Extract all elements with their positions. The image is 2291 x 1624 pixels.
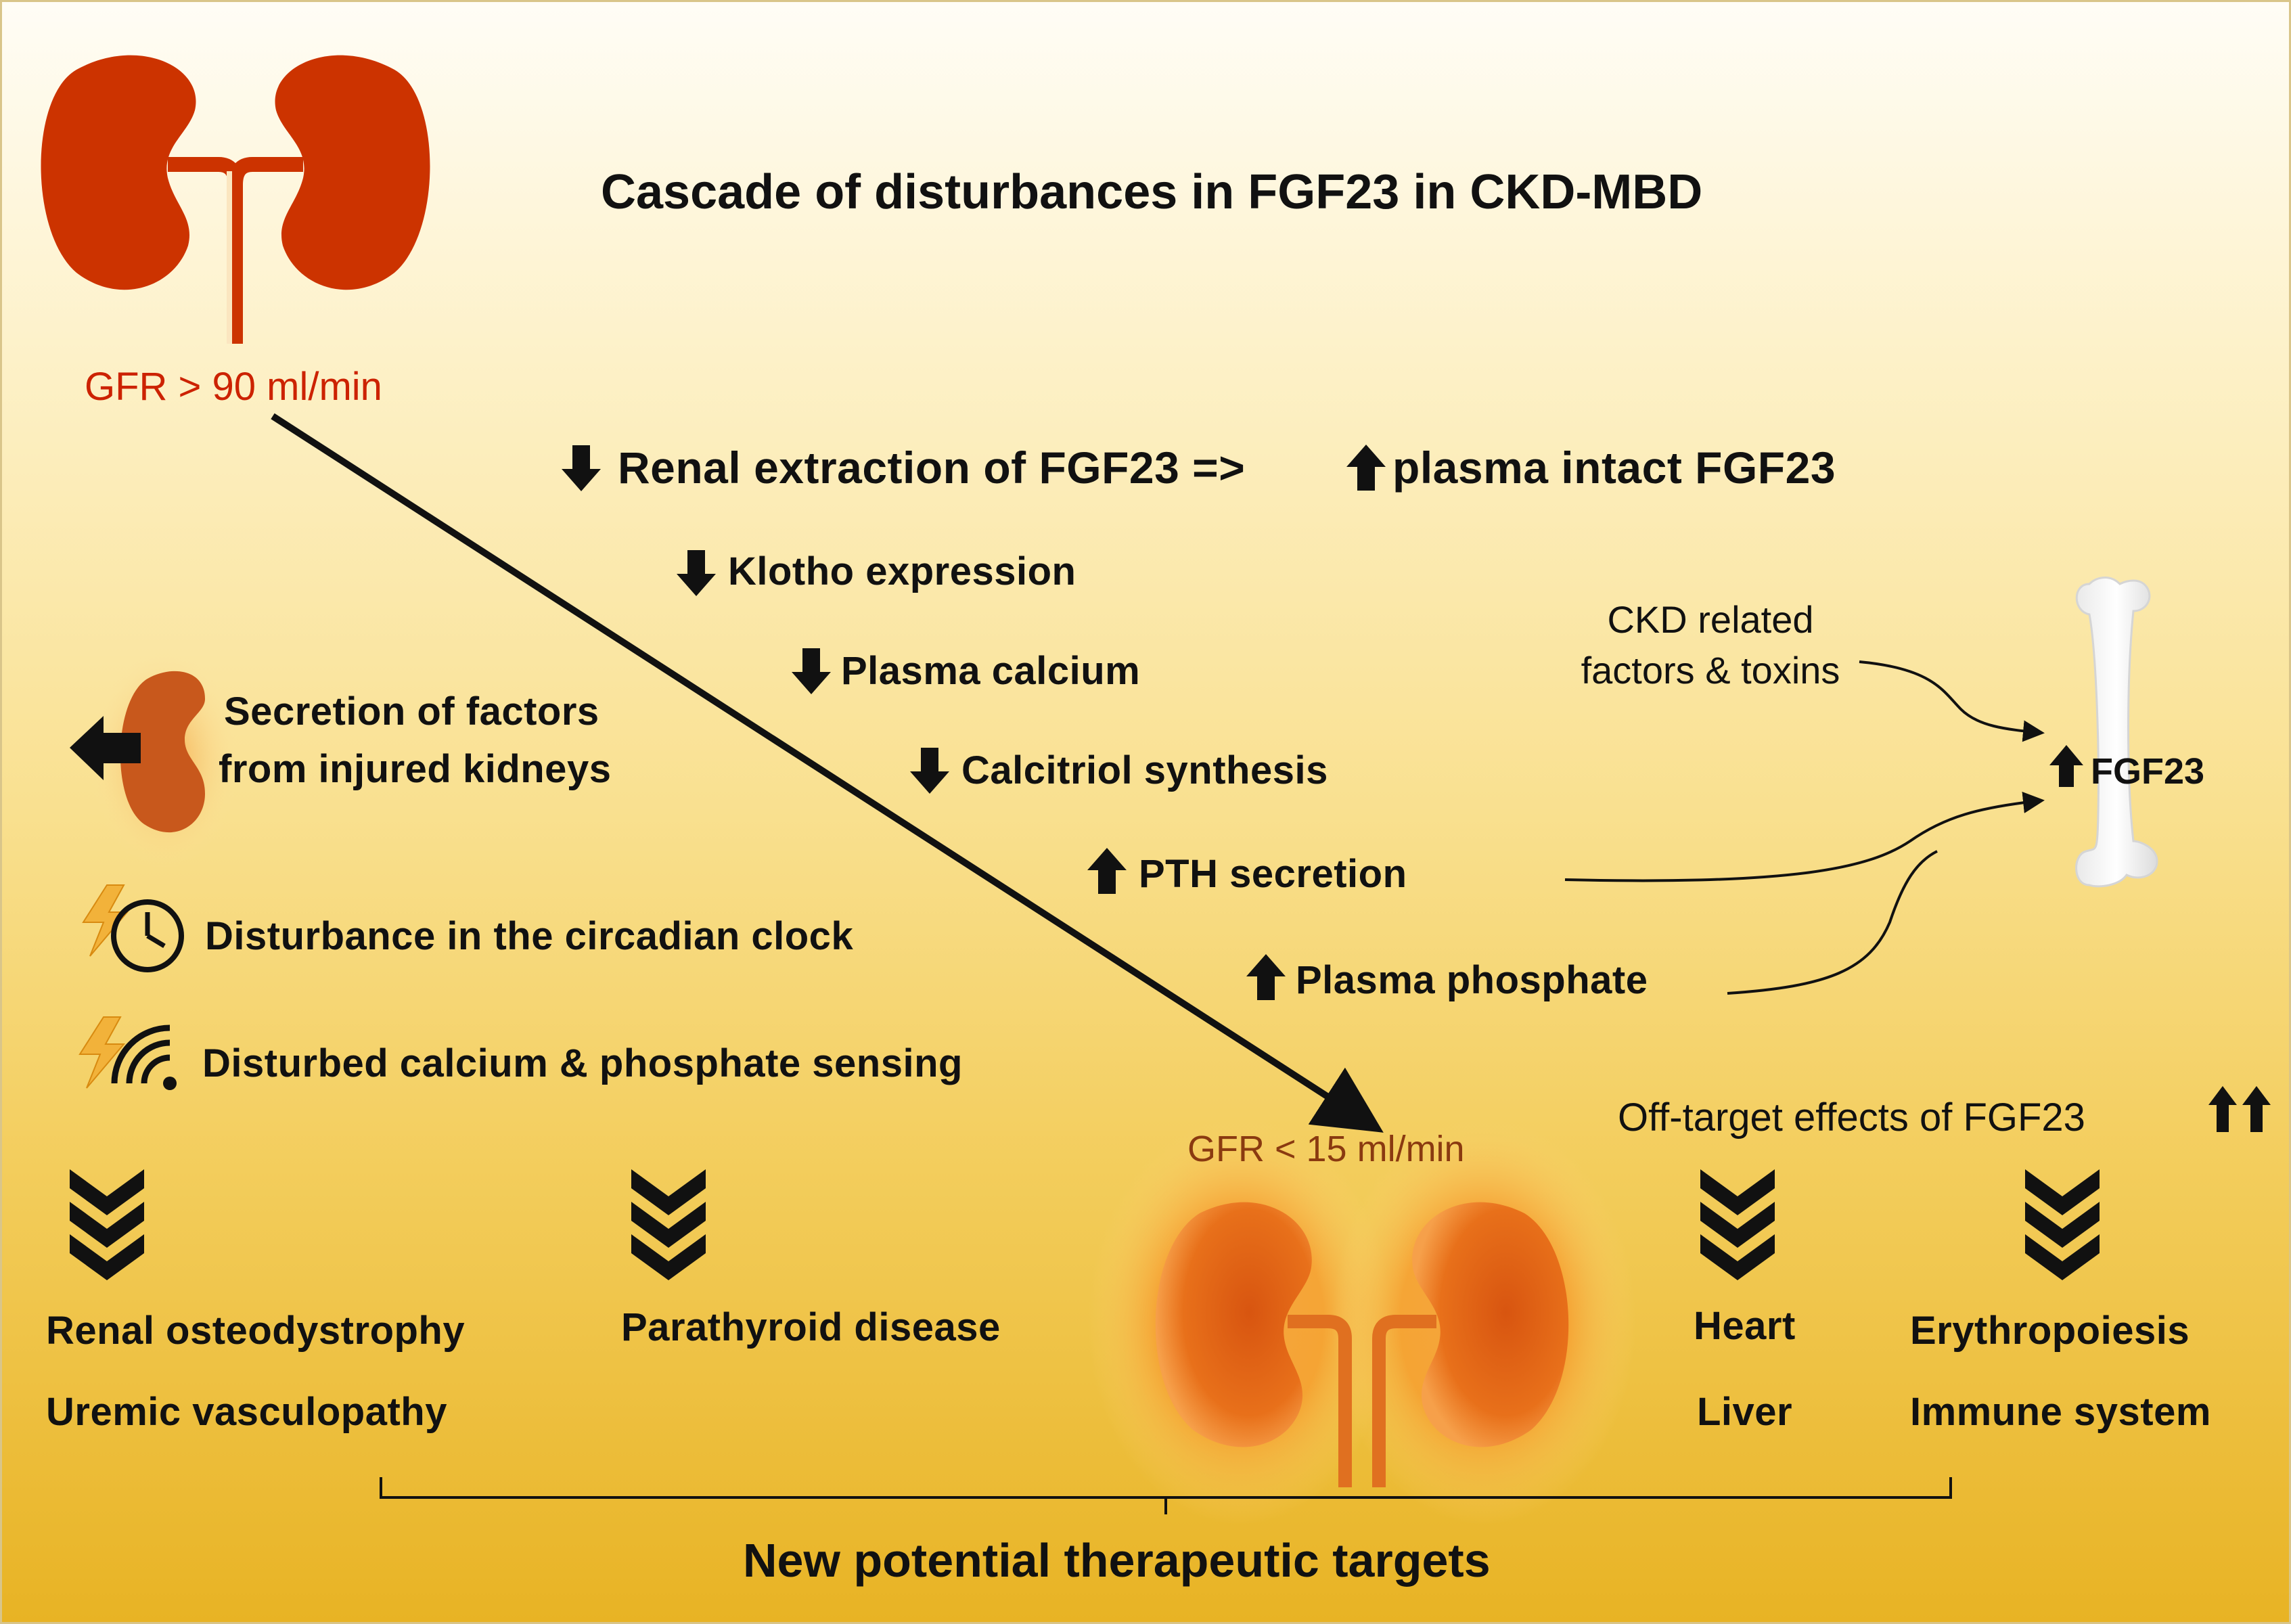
outcome-uremic-vasculopathy: Uremic vasculopathy bbox=[46, 1390, 447, 1434]
arrow-down-icon bbox=[562, 445, 601, 491]
outcome-erythropoiesis: Erythropoiesis bbox=[1910, 1309, 2190, 1353]
chevron-down-icon bbox=[2025, 1169, 2100, 1280]
outcome-liver: Liver bbox=[1697, 1390, 1793, 1434]
outcome-heart: Heart bbox=[1694, 1304, 1796, 1348]
chevron-down-icon bbox=[631, 1169, 706, 1280]
off-target-effects-label: Off-target effects of FGF23 bbox=[1618, 1096, 2085, 1140]
kidney-icon bbox=[1088, 1119, 1636, 1525]
secretion-factors-line1: Secretion of factors bbox=[224, 690, 599, 734]
arrow-down-icon bbox=[910, 748, 949, 794]
gfr-healthy-label: GFR > 90 ml/min bbox=[85, 365, 382, 409]
injured-kidney-icon bbox=[90, 652, 239, 868]
ckd-factors-arrow bbox=[1859, 660, 2045, 742]
lightning-icon bbox=[78, 1016, 126, 1089]
outcome-immune-system: Immune system bbox=[1910, 1390, 2211, 1434]
lightning-icon bbox=[82, 884, 129, 957]
ckd-factors-line2: factors & toxins bbox=[1581, 649, 1840, 692]
plasma-phosphate-label: Plasma phosphate bbox=[1296, 958, 1648, 1002]
wifi-icon bbox=[111, 1024, 177, 1090]
arrow-down-icon bbox=[677, 550, 716, 596]
calcitriol-synthesis-label: Calcitriol synthesis bbox=[961, 748, 1328, 792]
diagram-title: Cascade of disturbances in FGF23 in CKD-… bbox=[601, 165, 1703, 219]
outcome-renal-osteodystrophy: Renal osteodystrophy bbox=[46, 1309, 466, 1353]
arrow-down-icon bbox=[792, 648, 831, 694]
plasma-intact-fgf23-label: plasma intact FGF23 bbox=[1392, 443, 1836, 493]
pth-arrow bbox=[1564, 792, 2045, 882]
main-cascade-arrow bbox=[271, 413, 1384, 1133]
kidney-icon bbox=[41, 55, 430, 344]
arrow-up-icon bbox=[2049, 745, 2083, 787]
arrow-up-icon bbox=[2208, 1086, 2237, 1132]
arrow-up-icon bbox=[2242, 1086, 2271, 1132]
gfr-failure-label: GFR < 15 ml/min bbox=[1187, 1129, 1465, 1169]
secretion-factors-line2: from injured kidneys bbox=[219, 747, 612, 791]
calcium-phosphate-sensing-label: Disturbed calcium & phosphate sensing bbox=[202, 1041, 963, 1085]
klotho-expression-label: Klotho expression bbox=[728, 549, 1076, 593]
bone-icon bbox=[2075, 577, 2158, 888]
fgf23-bone-label: FGF23 bbox=[2091, 751, 2205, 792]
chevron-down-icon bbox=[70, 1169, 144, 1280]
outcome-parathyroid-disease: Parathyroid disease bbox=[621, 1305, 1001, 1349]
clock-icon bbox=[111, 899, 184, 972]
plasma-calcium-label: Plasma calcium bbox=[841, 649, 1141, 693]
therapeutic-targets-label: New potential therapeutic targets bbox=[743, 1534, 1491, 1587]
arrow-up-icon bbox=[1087, 848, 1127, 894]
arrow-left-icon bbox=[70, 716, 141, 780]
arrow-up-icon bbox=[1346, 445, 1386, 491]
ckd-factors-line1: CKD related bbox=[1607, 598, 1814, 641]
arrow-up-icon bbox=[1246, 954, 1286, 1000]
phosphate-arrow bbox=[1727, 850, 1938, 995]
pth-secretion-label: PTH secretion bbox=[1139, 852, 1407, 896]
circadian-clock-label: Disturbance in the circadian clock bbox=[205, 914, 854, 958]
chevron-down-icon bbox=[1700, 1169, 1775, 1280]
renal-extraction-label: Renal extraction of FGF23 => bbox=[618, 443, 1246, 493]
